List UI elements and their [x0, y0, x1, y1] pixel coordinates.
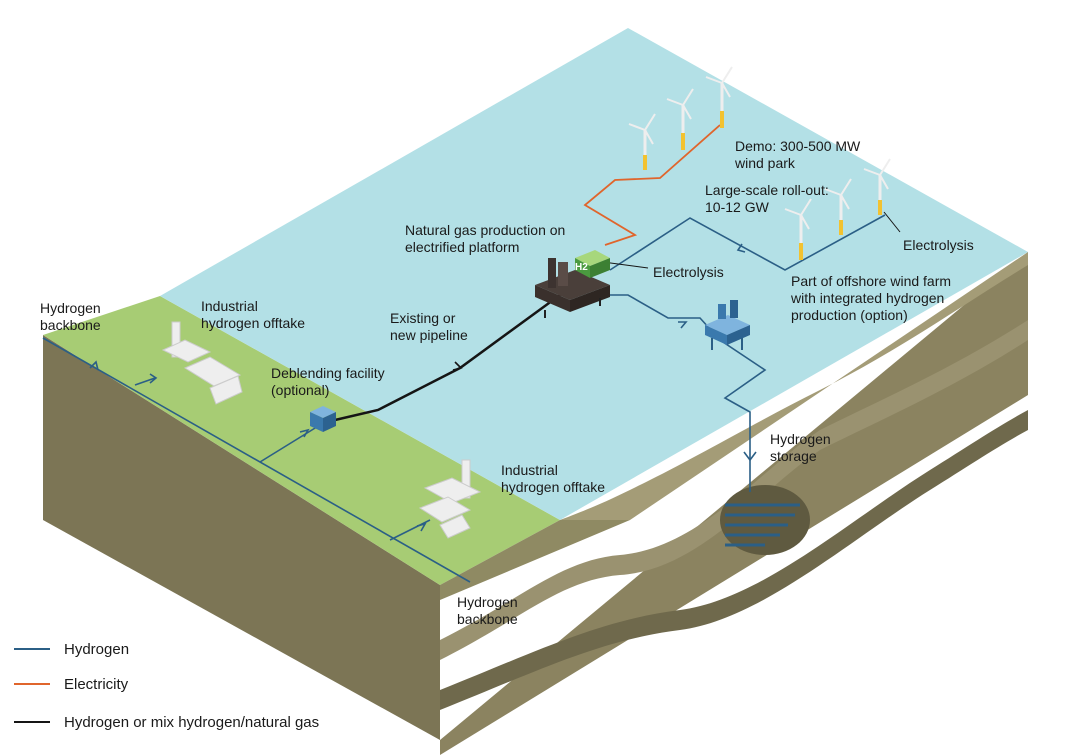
label-offshore-farm: Part of offshore wind farm with integrat… [791, 273, 952, 323]
legend-item-electricity: Electricity [14, 673, 128, 695]
soil-front-side [43, 335, 440, 740]
electrolysis-pointer [602, 261, 649, 269]
label-demo: Demo: 300-500 MW wind park [735, 138, 861, 171]
electrolysis-pointer [883, 211, 901, 233]
flow-arrows [89, 243, 757, 532]
electricity-cable [583, 124, 721, 246]
turbine-icon [666, 88, 694, 150]
industrial-building-icon [161, 321, 243, 405]
legend-item-mix: Hydrogen or mix hydrogen/natural gas [14, 711, 319, 733]
legend-swatch [14, 683, 50, 685]
label-electrolysis-turbine: Electrolysis [903, 237, 974, 253]
turbine-icon [784, 198, 812, 260]
deblending-facility-icon [310, 406, 336, 432]
mix-arrow [452, 361, 463, 371]
label-industrial-offtake-top: Industrial hydrogen offtake [201, 298, 306, 331]
soil-stratum [440, 320, 1028, 660]
label-existing-pipeline: Existing or new pipeline [390, 310, 468, 343]
legend-label: Hydrogen or mix hydrogen/natural gas [64, 713, 320, 731]
hydrogen-pipes [42, 214, 886, 583]
turbine-icon [628, 113, 656, 170]
label-large-scale: Large-scale roll-out: 10-12 GW [705, 182, 829, 215]
label-electrolysis-platform: Electrolysis [653, 264, 724, 280]
label-industrial-offtake-bottom: Industrial hydrogen offtake [501, 462, 606, 495]
storage-hatch [725, 503, 800, 547]
turbine-icon [863, 158, 891, 215]
legend-item-hydrogen: Hydrogen [14, 638, 129, 660]
soil-stratum [440, 410, 1028, 710]
legend-label: Hydrogen [64, 640, 130, 658]
label-hydrogen-storage: Hydrogen storage [770, 431, 831, 464]
industrial-building-icon [418, 459, 482, 539]
mix-pipeline [334, 293, 561, 422]
turbine-icon [824, 178, 852, 235]
legend-swatch [14, 721, 50, 723]
storage-cavern [720, 485, 810, 555]
label-hydrogen-backbone-bottom: Hydrogen backbone [457, 594, 518, 627]
turbine-icon [705, 66, 733, 128]
gas-platform-icon [535, 250, 610, 318]
legend-swatch [14, 648, 50, 650]
label-deblending: Deblending facility (optional) [271, 365, 385, 398]
land-edge [440, 520, 630, 600]
label-hydrogen-backbone-left: Hydrogen backbone [40, 300, 101, 333]
label-natural-gas-platform: Natural gas production on electrified pl… [405, 222, 566, 255]
legend-label: Electricity [64, 675, 129, 693]
hydrogen-platform-icon [705, 300, 750, 350]
h2-sign: H2 [575, 262, 588, 273]
